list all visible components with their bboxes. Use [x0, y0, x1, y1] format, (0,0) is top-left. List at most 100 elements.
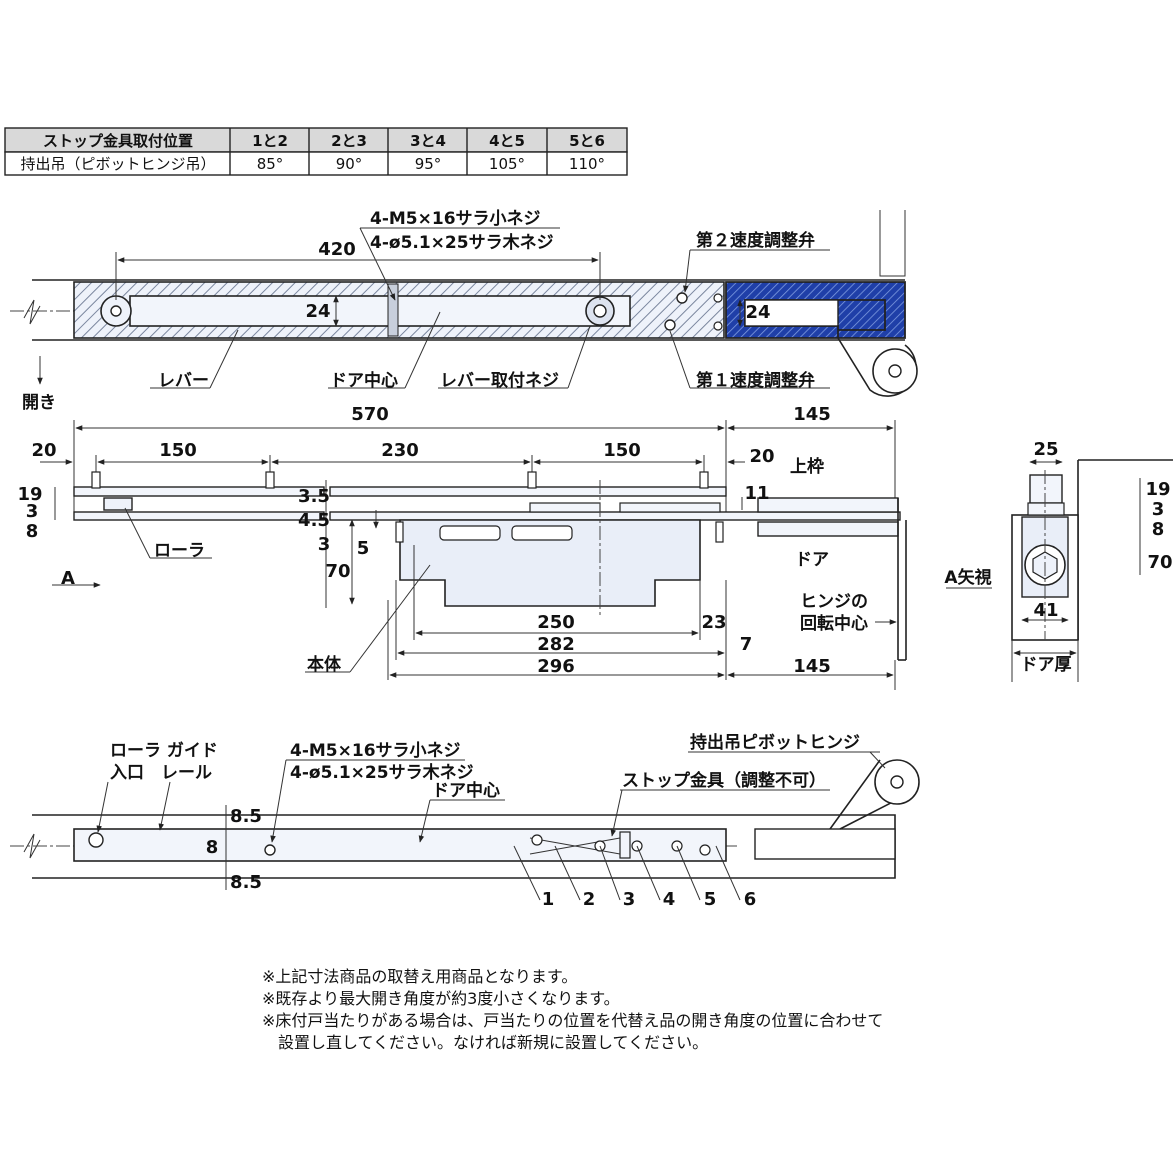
screw-label-2: 4-ø5.1×25サラ木ネジ: [370, 232, 554, 253]
lever-screw-hole: [593, 304, 607, 318]
dim-150-left-label: 150: [159, 440, 197, 461]
dim-20-right-label: 20: [749, 446, 774, 467]
pivot-hinge-hole: [888, 364, 902, 378]
a-view-dim-19-label: 19: [1145, 479, 1170, 500]
roller-inlet: [88, 832, 104, 848]
note-1: ※上記寸法商品の取替え用商品となります。: [262, 967, 577, 986]
bottom-break-mark: [23, 833, 41, 859]
a-view: 25 19 3 8 70 41 ドア厚 A矢視: [944, 439, 1173, 682]
door-center-label: ドア中心: [330, 370, 398, 391]
open-label: 開き: [22, 393, 56, 413]
bottom-door-center-label: ドア中心: [432, 780, 500, 801]
table-cell-95: 95°: [415, 155, 442, 173]
dim-20-left-label: 20: [31, 440, 56, 461]
dim-3-label: 3: [26, 501, 39, 522]
lever-label: レバー: [158, 371, 209, 391]
frame-cavity: [744, 299, 839, 327]
table-header-4-5: 4と5: [489, 132, 525, 150]
stop-position-table: ストップ金具取付位置 1と2 2と3 3と4 4と5 5と6 持出吊（ピボットヒ…: [4, 127, 628, 176]
table-row-label: 持出吊（ピボットヒンジ吊）: [20, 155, 215, 173]
dim-8-label: 8: [26, 521, 39, 542]
a-view-title: A矢視: [944, 567, 991, 588]
bottom-screw-label-2: 4-ø5.1×25サラ木ネジ: [290, 762, 474, 783]
hinge-center-label-2: 回転中心: [800, 613, 868, 634]
bottom-view: ローラ ガイド 入口 レール 4-M5×16サラ小ネジ 4-ø5.1×25サラ木…: [10, 732, 920, 910]
bottom-dim-8-label: 8: [206, 837, 219, 858]
side-view: 570 145 20 150 230 150 20 上枠 ローラ: [17, 404, 907, 690]
top-view: 420 24 24 4-M5×16サラ小ネジ 4-ø5.1×25サラ木ネジ 第２…: [10, 209, 918, 413]
bottom-screw-label-1: 4-M5×16サラ小ネジ: [290, 741, 461, 761]
door-thickness-label: ドア厚: [1021, 655, 1072, 675]
frame-bracket: [757, 497, 899, 513]
dim-250-label: 250: [537, 612, 575, 633]
lever-pivot-hole: [110, 305, 122, 317]
upper-frame-label: 上枠: [790, 457, 824, 477]
bottom-hinge-plate: [754, 828, 896, 860]
note-2: ※既存より最大開き角度が約3度小さくなります。: [262, 989, 620, 1008]
lever-slot: [129, 295, 631, 327]
door-plate-left: [73, 511, 325, 521]
roller: [103, 497, 133, 511]
valve-2-label: 第２速度調整弁: [696, 230, 815, 251]
dim-296-label: 296: [537, 656, 575, 677]
bottom-dim-8-5-top-label: 8.5: [230, 806, 262, 827]
note-3: ※床付戸当たりがある場合は、戸当たりの位置を代替え品の開き角度の位置に合わせて: [262, 1011, 883, 1030]
position-5: 5: [704, 889, 717, 910]
top-screw-b: [713, 321, 723, 331]
door-outline: [32, 279, 905, 341]
dim-420-label: 420: [318, 239, 356, 260]
dim-5-label: 5: [357, 538, 370, 559]
dim-570-label: 570: [351, 404, 389, 425]
guide-rail: [73, 828, 727, 862]
valve-2: [676, 292, 688, 304]
door-center-block: [387, 283, 399, 337]
roller-guide-label-1: ローラ ガイド: [110, 741, 218, 761]
dim-282-label: 282: [537, 634, 575, 655]
roller-guide-label-2: 入口 レール: [110, 763, 212, 783]
a-view-dim-8-label: 8: [1152, 519, 1165, 540]
table-cell-85: 85°: [257, 155, 284, 173]
dim-4-5-label: 4.5: [298, 510, 330, 531]
table-header-2-3: 2と3: [331, 132, 367, 150]
a-view-dim-70-label: 70: [1147, 552, 1172, 573]
position-2: 2: [583, 889, 596, 910]
lever-screw-label: レバー取付ネジ: [440, 370, 559, 391]
pivot-hinge-label: 持出吊ピボットヒンジ: [690, 732, 860, 753]
a-view-dim-3-label: 3: [1152, 499, 1165, 520]
rail-screw: [264, 844, 276, 856]
dim-70-label: 70: [325, 561, 350, 582]
table-cell-90: 90°: [336, 155, 363, 173]
table-header-3-4: 3と4: [410, 132, 446, 150]
dim-3-5-label: 3.5: [298, 486, 330, 507]
dim-11-label: 11: [744, 483, 769, 504]
dim-19-label: 19: [17, 484, 42, 505]
table-header-5-6: 5と6: [569, 132, 605, 150]
valve-1: [664, 319, 676, 331]
position-3: 3: [623, 889, 636, 910]
note-4: 設置し直してください。なければ新規に設置してください。: [262, 1033, 708, 1052]
position-4: 4: [663, 889, 676, 910]
notes: ※上記寸法商品の取替え用商品となります。 ※既存より最大開き角度が約3度小さくな…: [262, 967, 883, 1052]
stopper-link: [529, 837, 621, 855]
hinge-center-label-1: ヒンジの: [800, 592, 868, 612]
frame-outline: [879, 210, 906, 277]
valve-1-label: 第１速度調整弁: [696, 370, 815, 391]
dim-24-right: 24: [745, 302, 770, 323]
table-header-position: ストップ金具取付位置: [43, 132, 193, 150]
break-mark: [23, 299, 41, 325]
a-view-bracket: [1029, 474, 1063, 504]
dim-23-label: 23: [701, 612, 726, 633]
dim-24-left: 24: [305, 301, 330, 322]
table-cell-105: 105°: [489, 155, 525, 173]
dim-150-right-label: 150: [603, 440, 641, 461]
stopper-label: ストップ金具（調整不可）: [622, 770, 826, 791]
main-body: [399, 519, 701, 607]
bottom-dim-8-5-bottom-label: 8.5: [230, 872, 262, 893]
main-body-label: 本体: [307, 654, 342, 675]
position-1: 1: [542, 889, 555, 910]
door-edge: [757, 521, 899, 537]
table-cell-110: 110°: [569, 155, 605, 173]
dim-145-bottom-label: 145: [793, 656, 831, 677]
screw-label-1: 4-M5×16サラ小ネジ: [370, 209, 541, 229]
